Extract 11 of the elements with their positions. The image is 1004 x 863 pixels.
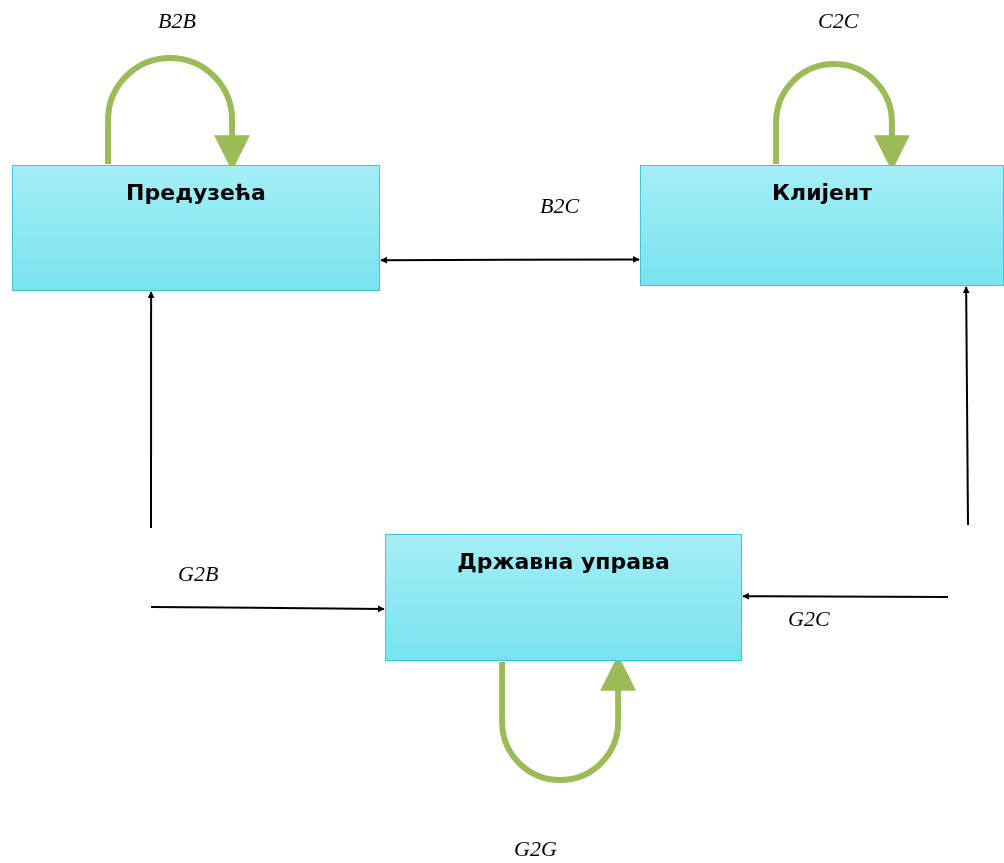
process-box [12,165,380,291]
arrow [742,592,949,600]
box-title: Клијент [772,180,872,205]
process-box [640,165,1004,286]
process-box [385,534,742,661]
arrow [150,605,385,613]
arrow [962,286,970,526]
box-title: Предузећа [126,180,266,205]
arrow [147,291,155,529]
arrow [380,255,640,264]
box-title: Државна управа [457,549,670,574]
